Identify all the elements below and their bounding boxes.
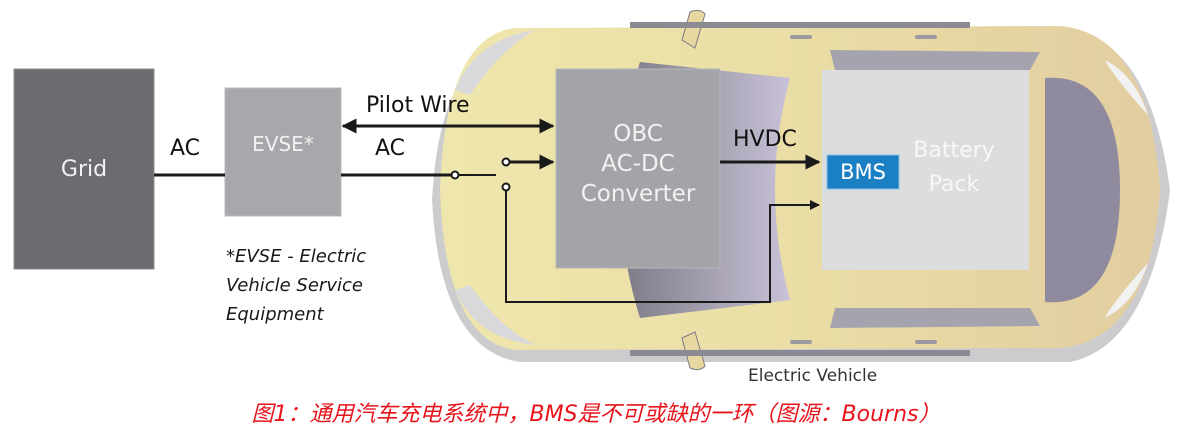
switch-contact-dc [501,182,511,192]
door-handle [790,340,812,344]
wire-dc-bypass [505,191,820,303]
footnote-line2: Vehicle Service [226,275,363,296]
obc-label-line1: OBC [613,120,663,147]
switch-contact [450,170,460,180]
figure-caption: 图1：通用汽车充电系统中，BMS是不可或缺的一环（图源：Bourns） [251,402,941,427]
taillight-bottom [1105,263,1148,318]
side-window-top [830,50,1040,70]
roof-rail-top [630,22,970,28]
footnote-line1: *EVSE - Electric [226,246,367,267]
battery-pack-label: Battery Pack [898,132,1010,204]
roof-rail-bottom [630,350,970,356]
side-window-bottom [830,308,1040,328]
door-handle [790,35,812,39]
battery-label-line1: Battery [913,138,995,163]
grid-block [13,68,155,270]
obc-label: OBC AC-DC Converter [556,69,720,268]
battery-label-line2: Pack [928,172,980,197]
bms-label: BMS [840,160,886,184]
wire-label-pilot: Pilot Wire [366,93,470,118]
wire-label-hvdc: HVDC [733,127,797,152]
grid-label: Grid [60,156,108,182]
mirror-top [681,9,706,49]
taillight-top [1105,60,1148,115]
vehicle-label: Electric Vehicle [748,366,878,386]
switch-contact-obc [501,157,511,167]
obc-block [555,68,721,269]
door-handle [915,340,937,344]
headlight-top [455,30,535,95]
rear-window [1045,77,1120,303]
bms-badge [826,154,900,190]
headlight-bottom [455,285,535,345]
obc-label-line2: AC-DC [601,150,675,177]
footnote-line3: Equipment [226,304,324,325]
evse-footnote: *EVSE - Electric Vehicle Service Equipme… [226,242,366,329]
door-handle [915,35,937,39]
evse-block [224,87,342,217]
wire-label-grid-evse: AC [170,136,201,161]
evse-label: EVSE* [252,132,314,156]
obc-label-line3: Converter [580,180,696,207]
car-illustration [432,9,1170,371]
wire-label-evse-obc: AC [375,136,406,161]
